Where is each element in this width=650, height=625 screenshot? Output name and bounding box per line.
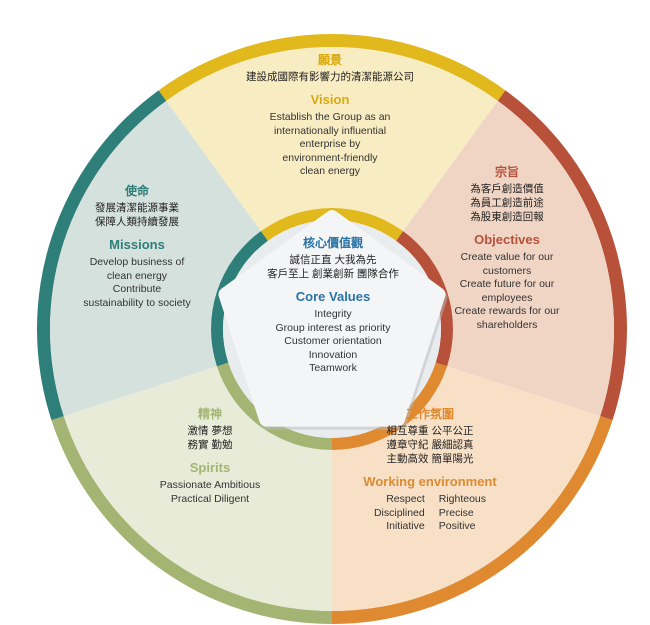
spirits-line: Passionate Ambitious	[159, 479, 261, 491]
working-environment-section: 工作氛圍 相互尊重 公平公正 遵章守紀 嚴細認真 主動高效 簡單陽光 Worki…	[363, 406, 496, 534]
working-title: Working environment	[363, 474, 497, 489]
working-zh-title: 工作氛圍	[405, 407, 455, 421]
vision-zh-line: 建設成國際有影響力的清潔能源公司	[246, 71, 414, 83]
vision-title: Vision	[310, 92, 350, 107]
vision-zh-title: 願景	[317, 53, 342, 67]
working-value: Positive	[438, 520, 476, 532]
core-line: Group interest as priority	[275, 321, 391, 334]
spirits-zh-line: 激情 夢想	[187, 425, 233, 437]
vision-line: environment-friendly	[282, 151, 378, 164]
working-values-grid: Respect Righteous Disciplined Precise In…	[374, 493, 486, 534]
core-zh-line: 誠信正直 大我為先	[289, 254, 377, 266]
working-zh-line: 遵章守紀 嚴細認真	[386, 439, 474, 451]
core-line: Integrity	[314, 308, 352, 320]
spirits-zh-line: 務實 勤勉	[187, 439, 233, 451]
missions-line: sustainability to society	[83, 296, 191, 309]
missions-line: clean energy	[106, 269, 168, 282]
spirits-sector	[63, 366, 332, 611]
spirits-zh-title: 精神	[197, 407, 222, 421]
working-value: Initiative	[386, 520, 425, 532]
missions-zh-title: 使命	[124, 184, 150, 198]
core-pentagon	[218, 210, 446, 427]
objectives-line: customers	[482, 264, 532, 277]
working-inner-ring	[332, 362, 448, 450]
objectives-sector	[403, 100, 614, 417]
vision-inner-ring	[260, 208, 404, 241]
missions-line: Develop business of	[89, 256, 185, 268]
vision-line: clean energy	[299, 165, 361, 177]
spirits-outer-ring	[51, 416, 333, 624]
vision-line: internationally influential	[273, 124, 387, 137]
core-zh-title: 核心價值觀	[302, 236, 363, 250]
core-title: Core Values	[295, 289, 371, 304]
spirits-section: 精神 激情 夢想 務實 勤勉 Spirits Passionate Ambiti…	[160, 406, 260, 506]
working-zh-line: 主動高效 簡單陽光	[386, 453, 474, 465]
working-outer-ring	[332, 416, 613, 624]
objectives-line: employees	[481, 291, 533, 304]
spirits-inner-ring	[216, 362, 332, 450]
vision-sector	[166, 46, 498, 232]
missions-zh-line: 發展清潔能源事業	[94, 202, 179, 214]
objectives-zh-line: 為客戶創造價值	[470, 183, 544, 195]
working-value: Disciplined	[373, 506, 425, 519]
objectives-title: Objectives	[474, 232, 540, 247]
vision-line: enterprise by	[299, 138, 361, 150]
objectives-zh-title: 宗旨	[494, 165, 520, 179]
working-value: Precise	[438, 506, 474, 519]
objectives-zh-line: 為股東創造回報	[470, 211, 544, 223]
vision-outer-ring	[158, 34, 506, 101]
working-value: Respect	[386, 493, 425, 505]
core-line: Teamwork	[309, 362, 357, 374]
missions-section: 使命 發展清潔能源事業 保障人類持續發展 Missions Develop bu…	[83, 183, 190, 310]
objectives-line: Create value for our	[460, 251, 554, 263]
missions-outer-ring	[37, 90, 167, 421]
core-line: Customer orientation	[284, 335, 382, 347]
spirits-title: Spirits	[189, 460, 231, 475]
working-zh-line: 相互尊重 公平公正	[386, 425, 474, 437]
missions-zh-line: 保障人類持續發展	[94, 216, 179, 228]
spirits-line: Practical Diligent	[170, 492, 250, 505]
core-line: Innovation	[308, 348, 358, 361]
vision-line: Establish the Group as an	[269, 111, 391, 123]
objectives-section: 宗旨 為客戶創造價值 為員工創造前途 為股東創造回報 Objectives Cr…	[454, 164, 559, 332]
working-sector	[332, 366, 601, 611]
core-values-section: 核心價值觀 誠信正直 大我為先 客戶至上 創業創新 團隊合作 Core Valu…	[267, 235, 399, 376]
objectives-outer-ring	[497, 90, 627, 421]
vision-section: 願景 建設成國際有影響力的清潔能源公司 Vision Establish the…	[210, 52, 450, 179]
missions-line: Contribute	[112, 283, 162, 295]
core-zh-line: 客戶至上 創業創新 團隊合作	[267, 268, 399, 280]
missions-title: Missions	[109, 237, 165, 252]
objectives-line: shareholders	[476, 318, 538, 331]
working-value: Righteous	[438, 493, 487, 505]
objectives-zh-line: 為員工創造前途	[470, 197, 544, 209]
missions-sector	[49, 100, 261, 417]
objectives-line: Create future for our	[459, 278, 555, 290]
objectives-line: Create rewards for our	[454, 305, 560, 317]
